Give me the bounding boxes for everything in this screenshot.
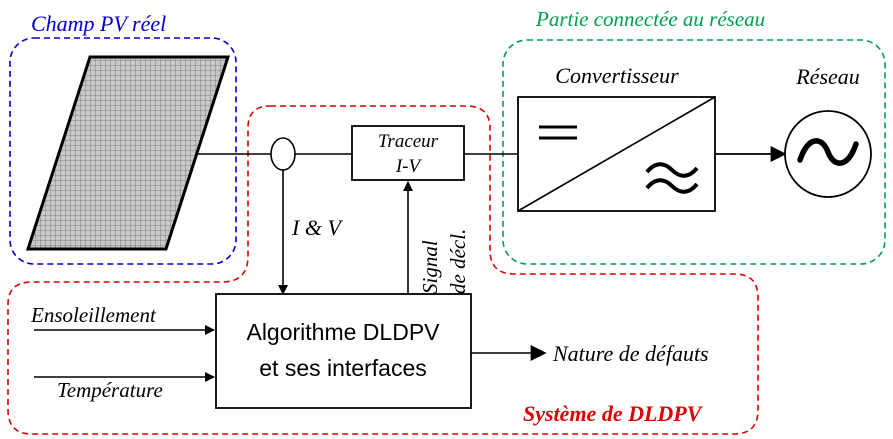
output-label: Nature de défauts	[552, 341, 709, 366]
trigger-label-line2: de décl.	[446, 229, 470, 294]
iv-tracer-box	[351, 125, 465, 181]
converter-diagonal	[517, 96, 716, 212]
temperature-label: Température	[57, 378, 163, 402]
pv-field-label: Champ PV réel	[31, 11, 166, 36]
grid-label: Réseau	[795, 64, 860, 89]
algorithm-box	[215, 293, 472, 409]
irradiance-label: Ensoleillement	[30, 303, 157, 327]
algorithm-line1: Algorithme DLDPV	[246, 319, 440, 345]
grid-side-label: Partie connectée au réseau	[535, 7, 765, 31]
current-sensor-icon	[270, 137, 296, 171]
pv-field-region	[9, 37, 237, 265]
dldpv-system-region	[7, 105, 759, 435]
dc-symbol-icon	[539, 125, 577, 140]
iv-tracer-line2: I-V	[395, 156, 423, 177]
system-label: Système de DLDPV	[523, 401, 704, 426]
pv-panel	[25, 55, 231, 251]
measurement-label: I & V	[291, 215, 343, 240]
ac-symbol-icon	[645, 162, 699, 194]
ac-wave-icon	[797, 138, 859, 166]
converter-label: Convertisseur	[555, 63, 679, 88]
iv-tracer-line1: Traceur	[378, 131, 439, 152]
grid-side-region	[502, 39, 886, 265]
trigger-label-line1: Signal	[418, 240, 442, 294]
algorithm-line2: et ses interfaces	[259, 355, 426, 381]
